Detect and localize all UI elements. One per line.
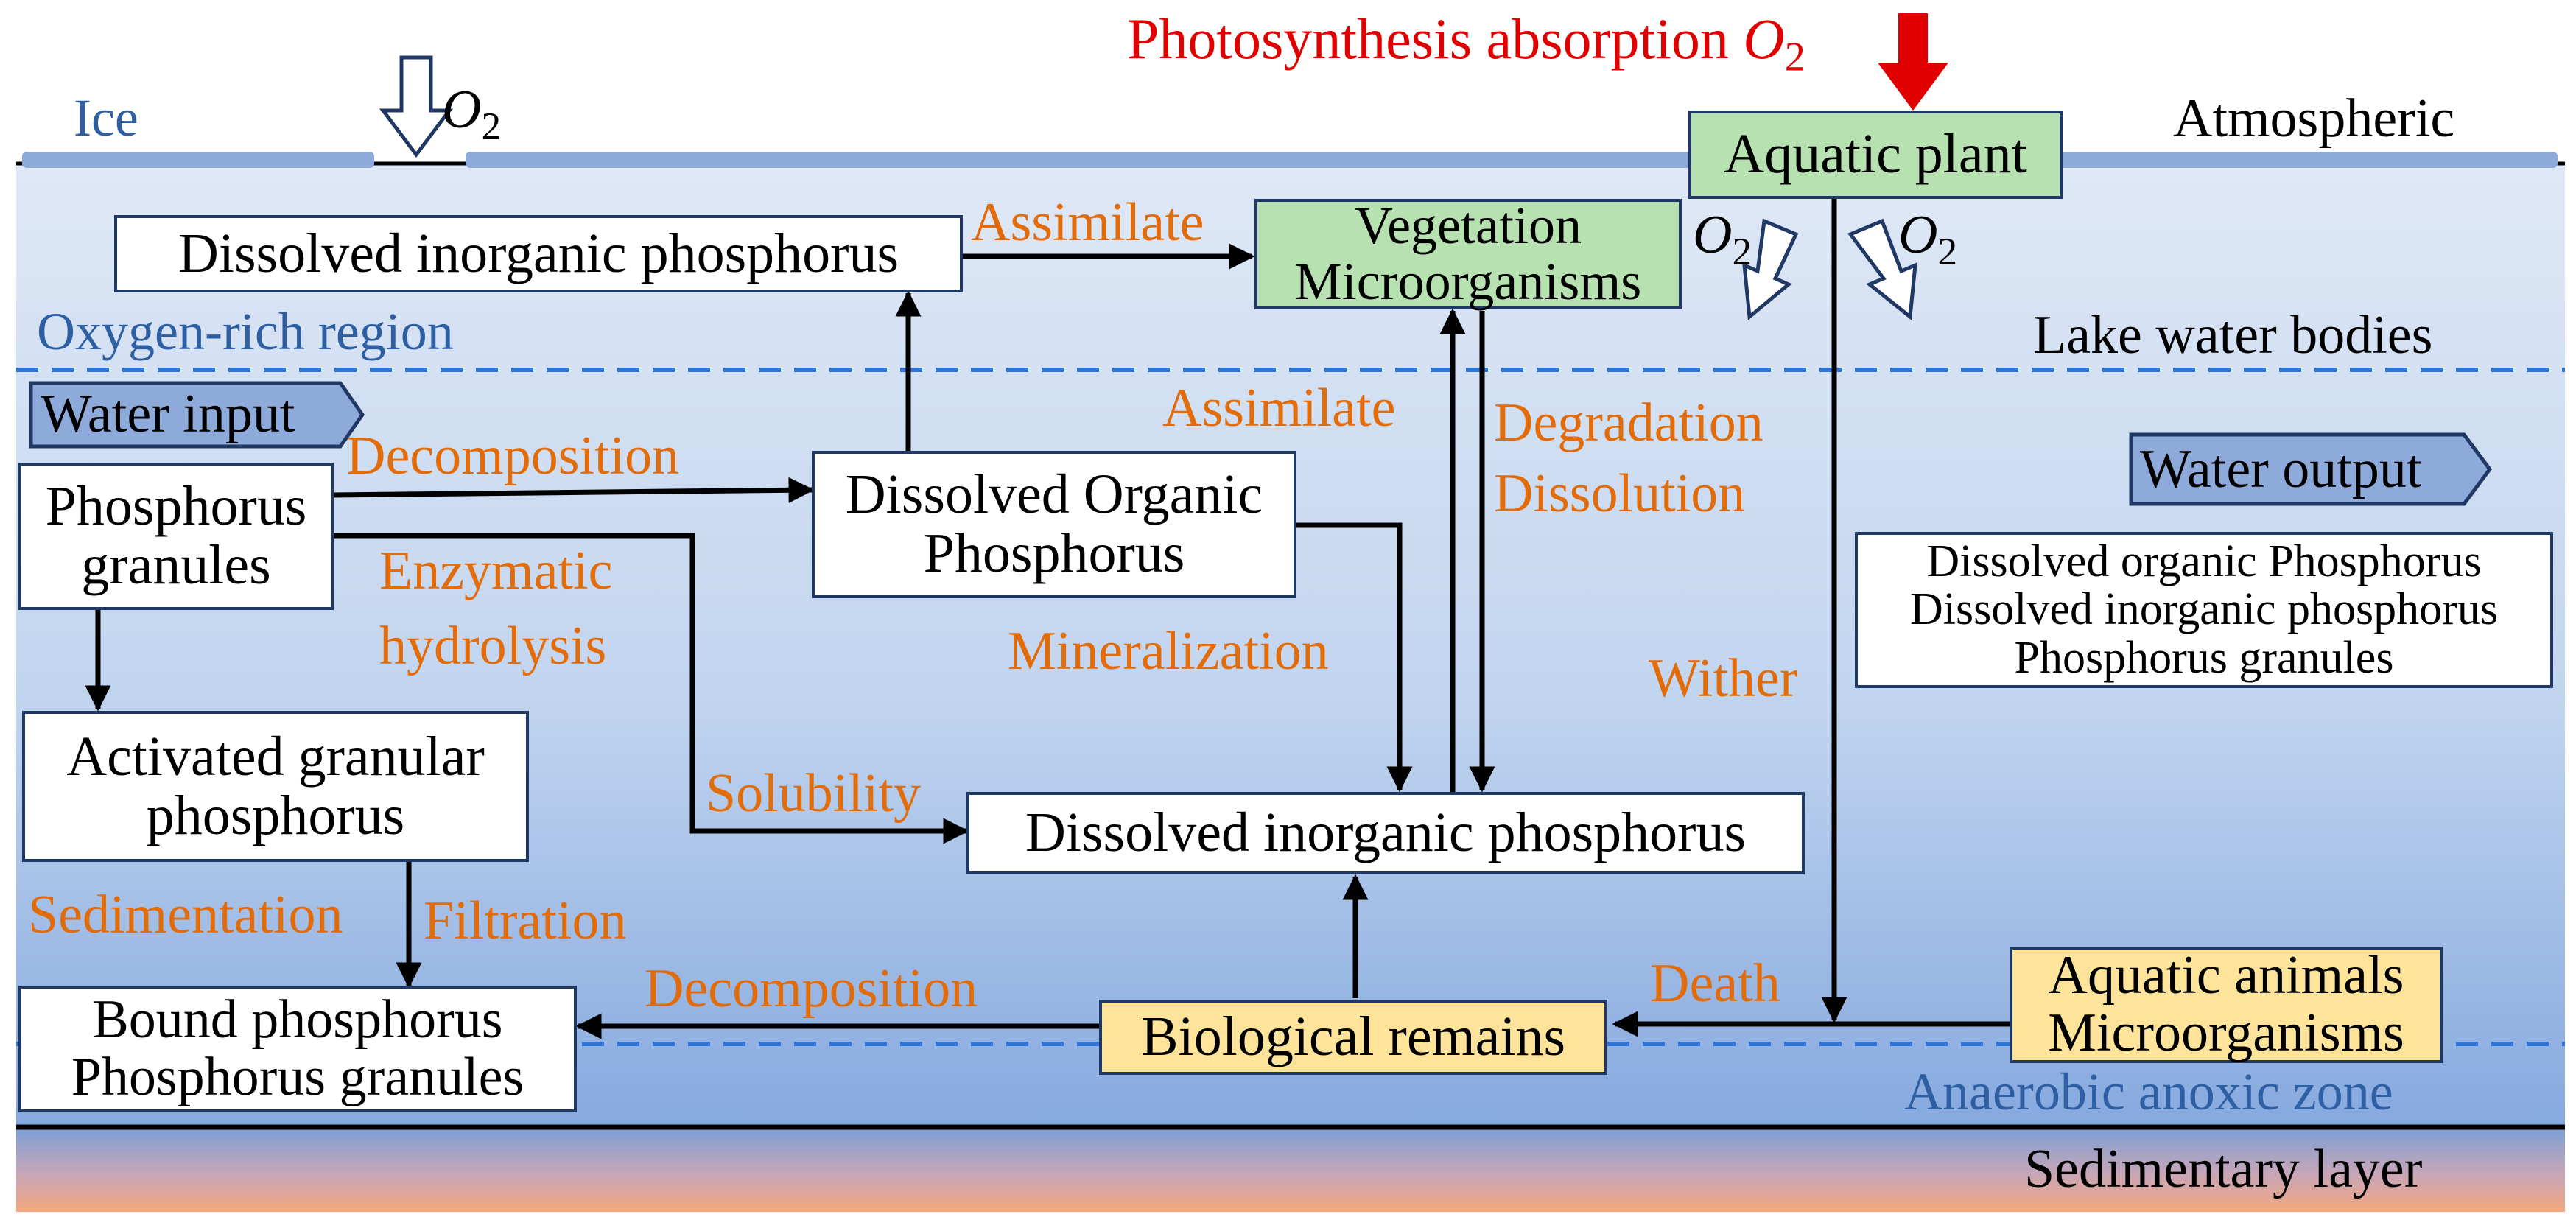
o2-plant-left-label: O2 xyxy=(1693,205,1752,273)
process-dissolution: Dissolution xyxy=(1494,463,1746,524)
box-dissolved-inorganic-phosphorus-top: Dissolved inorganic phosphorus xyxy=(114,215,963,292)
process-mineralization: Mineralization xyxy=(1008,621,1329,681)
box-output-list: Dissolved organic Phosphorus Dissolved i… xyxy=(1855,532,2553,688)
lake-water-bodies-label: Lake water bodies xyxy=(2033,305,2433,365)
o2-formula: O2 xyxy=(1743,7,1805,80)
water-output-label: Water output xyxy=(2140,439,2422,499)
atmospheric-label: Atmospheric xyxy=(2173,88,2455,149)
process-filtration: Filtration xyxy=(424,891,627,951)
process-enzymatic: Enzymatic xyxy=(379,541,613,601)
water-input-label: Water input xyxy=(41,384,295,444)
box-aquatic-animals-microorganisms: Aquatic animals Microorganisms xyxy=(2010,947,2443,1063)
o2-ice-arrow-icon xyxy=(379,55,453,158)
sedimentary-layer-region xyxy=(16,1127,2565,1212)
water-input-tag-shape xyxy=(29,381,365,449)
box-phosphorus-granules: Phosphorus granules xyxy=(18,463,334,610)
process-degradation: Degradation xyxy=(1494,393,1763,453)
process-decomposition-bottom: Decomposition xyxy=(645,958,978,1019)
process-wither: Wither xyxy=(1649,648,1798,709)
photosynthesis-label: Photosynthesis absorption O2 xyxy=(1127,10,1805,78)
o2-ice-label: O2 xyxy=(442,80,502,148)
photosynthesis-text: Photosynthesis absorption xyxy=(1127,7,1729,71)
box-vegetation-microorganisms: Vegetation Microorganisms xyxy=(1254,198,1682,309)
oxygen-rich-region-label: Oxygen-rich region xyxy=(37,302,454,361)
process-assimilate-mid: Assimilate xyxy=(1162,378,1396,438)
process-solubility: Solubility xyxy=(706,763,921,824)
process-hydrolysis: hydrolysis xyxy=(379,616,607,676)
sedimentary-layer-label: Sedimentary layer xyxy=(2024,1139,2423,1199)
process-death: Death xyxy=(1650,953,1780,1014)
arrow-mineralization xyxy=(1295,522,1413,793)
box-biological-remains: Biological remains xyxy=(1099,1000,1607,1075)
box-dissolved-organic-phosphorus: Dissolved Organic Phosphorus xyxy=(812,451,1296,598)
arrow-enzymatic-solubility xyxy=(333,533,969,844)
process-decomposition-top: Decomposition xyxy=(346,426,680,486)
o2-plant-right-label: O2 xyxy=(1898,205,1958,273)
process-sedimentation: Sedimentation xyxy=(28,885,343,945)
box-dissolved-inorganic-phosphorus-middle: Dissolved inorganic phosphorus xyxy=(966,792,1805,874)
arrow-decomposition-top xyxy=(332,477,815,503)
process-assimilate-top: Assimilate xyxy=(971,192,1204,253)
ice-label: Ice xyxy=(74,88,138,147)
anaerobic-anoxic-zone-label: Anaerobic anoxic zone xyxy=(1904,1062,2393,1121)
o2-plant-arrow-right-icon xyxy=(1847,218,1917,320)
box-aquatic-plant: Aquatic plant xyxy=(1688,111,2063,199)
box-bound-phosphorus: Bound phosphorus Phosphorus granules xyxy=(18,986,577,1112)
box-activated-granular-phosphorus: Activated granular phosphorus xyxy=(22,711,529,862)
o2-plant-arrow-left-icon xyxy=(1742,218,1799,320)
water-output-tag-shape xyxy=(2129,432,2493,506)
photosynthesis-arrow-icon xyxy=(1878,13,1948,111)
ice-layer-left xyxy=(22,152,374,168)
